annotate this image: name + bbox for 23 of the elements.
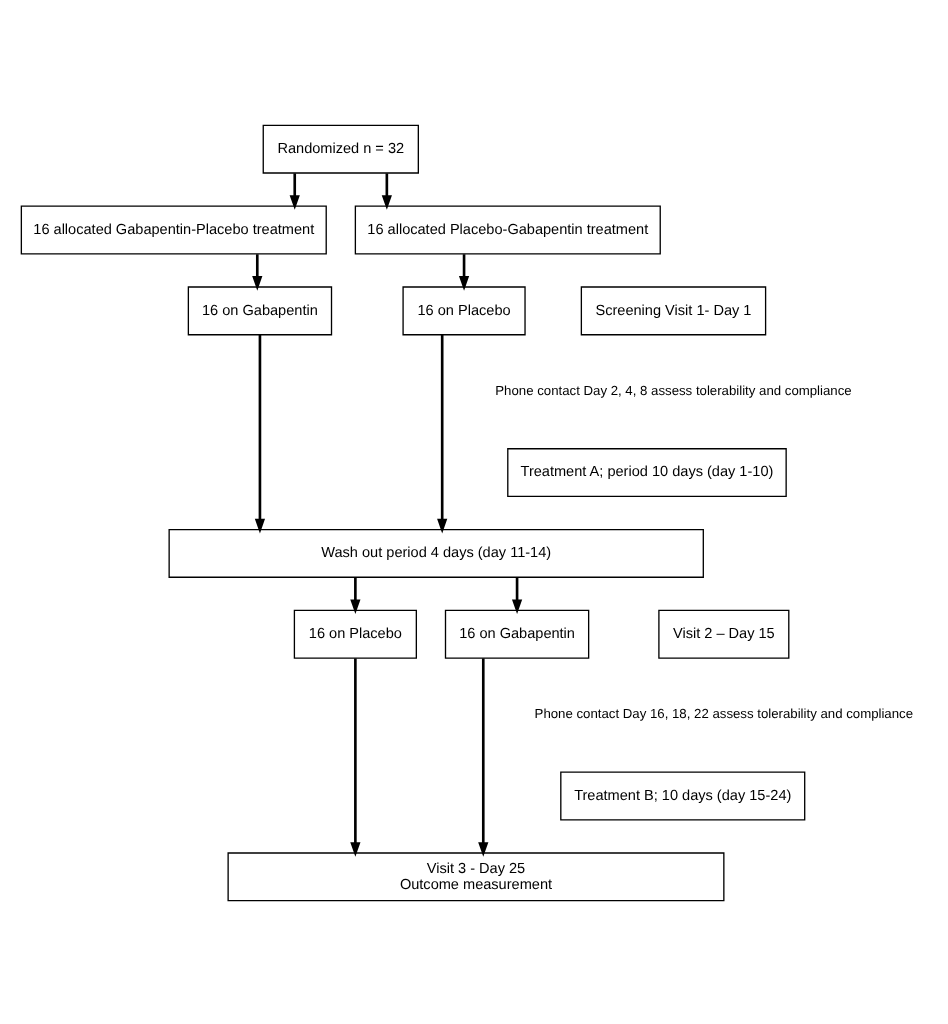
arrow bbox=[350, 576, 361, 614]
node-box: 16 allocated Gabapentin-Placebo treatment bbox=[20, 204, 327, 254]
arrow bbox=[289, 172, 300, 209]
arrow bbox=[254, 334, 266, 533]
node-box: Treatment B; 10 days (day 15-24) bbox=[560, 770, 806, 820]
arrow bbox=[252, 253, 263, 290]
arrow bbox=[381, 172, 392, 209]
arrow bbox=[478, 657, 489, 856]
arrow bbox=[437, 334, 448, 533]
node-box: 16 on Placebo bbox=[293, 608, 417, 658]
node-box: 16 on Placebo bbox=[402, 285, 526, 335]
arrow bbox=[511, 576, 523, 614]
node-box: Wash out period 4 days (day 11-14) bbox=[168, 527, 704, 577]
arrow bbox=[458, 253, 470, 290]
node-box: 16 allocated Placebo-Gabapentin treatment bbox=[354, 204, 661, 254]
node-box: Screening Visit 1- Day 1 bbox=[580, 285, 767, 335]
node-box: Randomized n = 32 bbox=[262, 123, 419, 173]
arrow bbox=[350, 657, 361, 856]
node-box: 16 on Gabapentin bbox=[187, 285, 333, 335]
node-box: Visit 3 - Day 25 Outcome measurement bbox=[227, 851, 725, 901]
node-box: Treatment A; period 10 days (day 1-10) bbox=[507, 447, 787, 497]
node-box: 16 on Gabapentin bbox=[444, 608, 590, 658]
node-box: Visit 2 – Day 15 bbox=[658, 608, 790, 658]
